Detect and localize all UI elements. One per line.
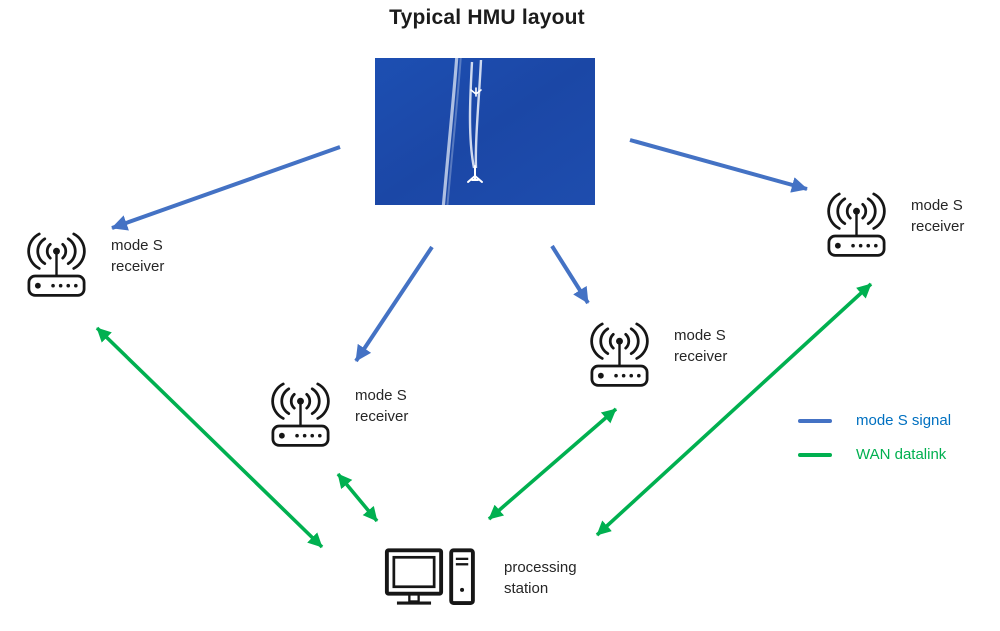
- mode-s-receiver-icon: [22, 230, 91, 300]
- legend-swatch-mode-s-signal: [798, 418, 832, 423]
- node-processing-station: processing station: [383, 548, 577, 610]
- legend-item-mode-s-signal: mode S signal: [798, 412, 951, 429]
- edge-signal-aircraft-to-receiver-center-right: [550, 244, 590, 305]
- node-label-receiver-center-left: mode S receiver: [355, 387, 409, 425]
- aircraft-contrails-photo: [375, 58, 595, 205]
- desktop-computer-icon: [383, 548, 476, 610]
- legend-label-mode-s-signal: mode S signal: [856, 412, 952, 429]
- node-receiver-center-left: mode S receiver: [266, 380, 408, 450]
- node-label-receiver-left: mode S receiver: [111, 237, 165, 275]
- legend-item-wan-datalink: WAN datalink: [798, 446, 951, 463]
- edge-wan-receiver-center-right-station: [487, 407, 618, 521]
- edge-signal-aircraft-to-receiver-center-left: [354, 245, 434, 363]
- node-receiver-left: mode S receiver: [22, 230, 164, 300]
- edge-wan-receiver-center-left-station: [336, 472, 379, 523]
- aircraft-contrails-art: [375, 58, 595, 205]
- node-receiver-right: mode S receiver: [822, 190, 964, 260]
- page-title: Typical HMU layout: [389, 6, 585, 29]
- edge-signal-aircraft-to-receiver-right: [629, 138, 808, 193]
- edge-signal-aircraft-to-receiver-left: [111, 145, 341, 231]
- legend: mode S signal WAN datalink: [798, 412, 951, 463]
- mode-s-receiver-icon: [266, 380, 335, 450]
- mode-s-receiver-icon: [585, 320, 654, 390]
- node-label-receiver-center-right: mode S receiver: [674, 327, 728, 365]
- node-label-processing-station: processing station: [504, 559, 577, 597]
- mode-s-receiver-icon: [822, 190, 891, 260]
- node-label-receiver-right: mode S receiver: [911, 197, 965, 235]
- legend-swatch-wan-datalink: [798, 452, 832, 457]
- legend-label-wan-datalink: WAN datalink: [856, 446, 947, 463]
- node-receiver-center-right: mode S receiver: [585, 320, 727, 390]
